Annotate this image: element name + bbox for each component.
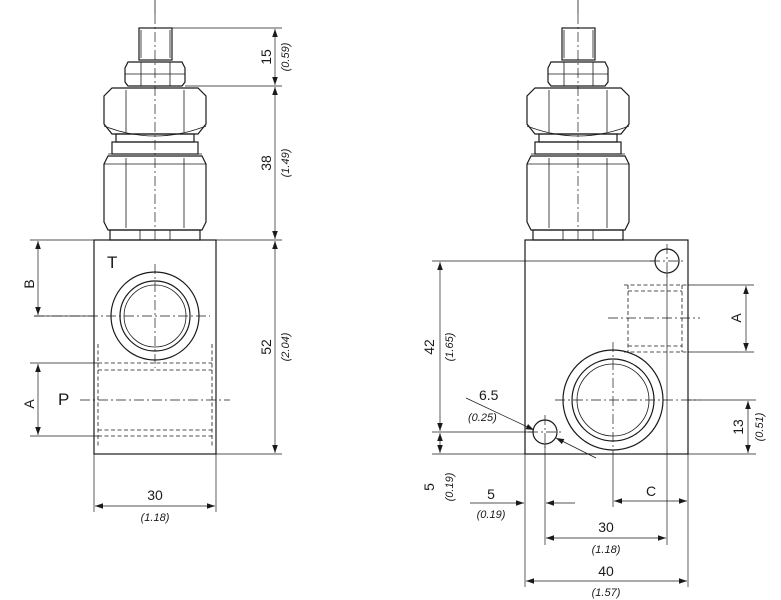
dim-6-5-inch: (0.25): [468, 412, 497, 424]
dim-40-inch: (1.57): [592, 587, 621, 599]
mounting-hole-top: [650, 244, 684, 278]
dim-5-vertical-label: 5: [421, 483, 437, 491]
left-port-p-bore: [80, 344, 230, 448]
left-adjusting-stem: [138, 0, 173, 61]
left-port-t: [34, 264, 210, 368]
dim-15: 15: [258, 49, 274, 65]
dim-42-inch: (1.65): [444, 332, 456, 361]
left-view: T P B A 15 (0.59) 38 (1.49): [21, 0, 292, 524]
right-valve-body: [524, 239, 689, 455]
dim-a-right: A: [688, 284, 754, 353]
dim-5-horizontal-inch: (0.19): [477, 509, 506, 521]
dim-b: B: [21, 239, 94, 317]
left-valve-body: [93, 239, 217, 455]
left-height-dims: 15 (0.59) 38 (1.49) 52 (2.04): [172, 27, 292, 455]
dim-5-horizontal-label: 5: [487, 486, 495, 502]
dim-42-label: 42: [421, 339, 437, 355]
dim-5-horizontal: 5 (0.19): [470, 444, 575, 587]
dim-5-vertical-inch: (0.19): [444, 472, 456, 501]
dim-13: 13 (0.51): [688, 399, 766, 455]
right-adjusting-stem: [561, 0, 596, 61]
port-label-t: T: [107, 253, 117, 272]
left-width-dim: 30 (1.18): [93, 454, 217, 524]
right-view: 42 (1.65) 6.5 (0.25) 5 (0.19) 5 (0.19): [421, 0, 766, 599]
dim-42: 42 (1.65): [421, 260, 655, 433]
dim-13-label: 13: [730, 419, 746, 435]
dim-b-label: B: [21, 279, 37, 288]
dim-40-label: 40: [598, 563, 614, 579]
dim-30-right-label: 30: [598, 519, 614, 535]
dim-15-inch: (0.59): [280, 42, 292, 71]
dim-c-label: C: [646, 483, 656, 499]
dim-52: 52: [258, 339, 274, 355]
dim-a-left: A: [21, 362, 98, 437]
port-label-p: P: [58, 390, 69, 409]
dim-5-vertical: 5 (0.19): [421, 433, 525, 501]
right-lock-nut: [547, 61, 609, 87]
right-port-a-bore: [608, 284, 700, 353]
dim-30-left: 30: [147, 487, 163, 503]
right-main-port: [555, 342, 700, 458]
dim-a-right-label: A: [728, 313, 744, 323]
dim-a-left-label: A: [21, 399, 37, 409]
dim-6-5-label: 6.5: [479, 387, 499, 403]
dim-40: 40 (1.57): [526, 563, 687, 599]
dim-13-inch: (0.51): [754, 412, 766, 441]
dim-hole-diameter: 6.5 (0.25): [465, 387, 597, 459]
dim-30-left-inch: (1.18): [141, 512, 170, 524]
dim-52-inch: (2.04): [280, 332, 292, 361]
mounting-hole-bottom: [528, 415, 562, 449]
dim-30-right-inch: (1.18): [592, 544, 621, 556]
dim-38-inch: (1.49): [280, 148, 292, 177]
dim-c: C: [612, 454, 689, 587]
dim-30-right: 30 (1.18): [546, 273, 668, 556]
dim-38: 38: [258, 155, 274, 171]
